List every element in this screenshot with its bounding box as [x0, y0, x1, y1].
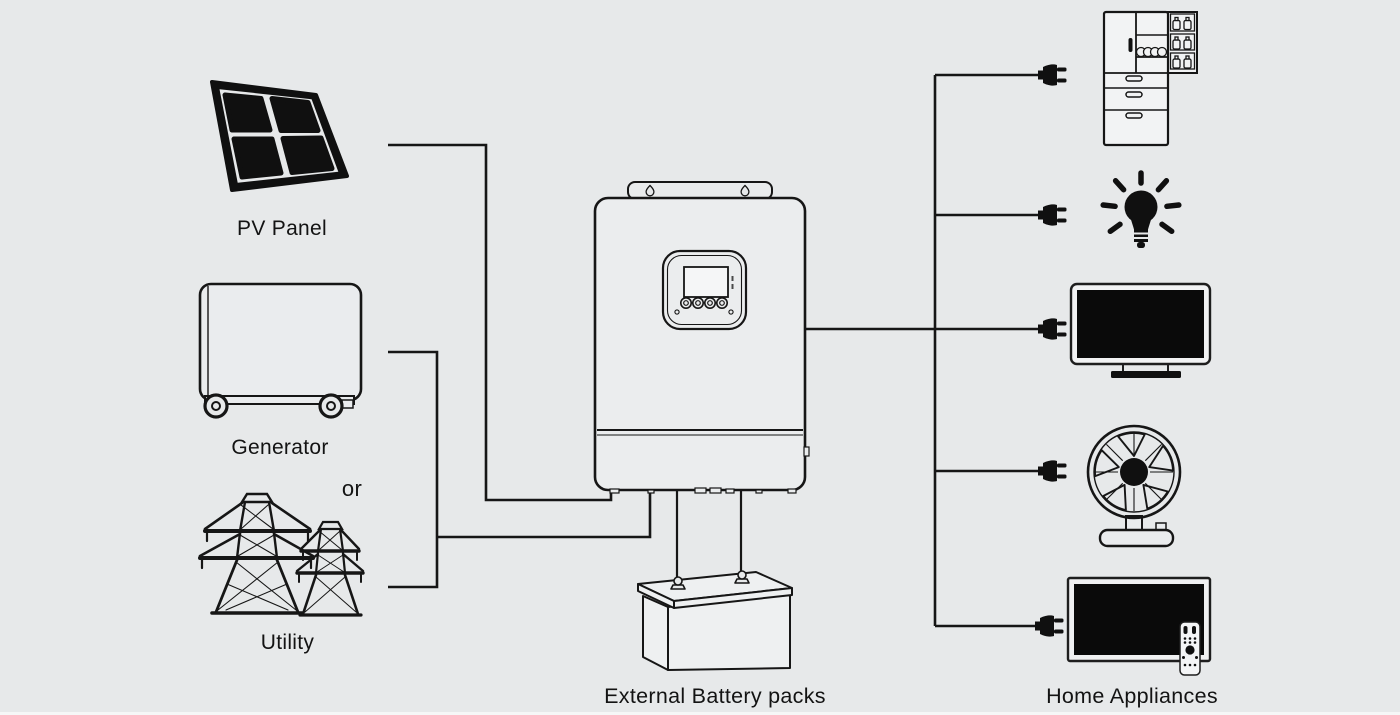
- generator-utility-wire: [388, 350, 439, 589]
- battery-label: External Battery packs: [604, 684, 826, 708]
- generator-label: Generator: [231, 436, 329, 459]
- power-plug-icon: [1038, 318, 1067, 340]
- power-plug-icon: [1038, 460, 1067, 482]
- power-plug-icon: [1035, 615, 1064, 637]
- pv-panel-icon: [210, 80, 349, 192]
- utility-towers-icon: [198, 492, 365, 617]
- lcd-screen: [683, 266, 729, 298]
- refrigerator-icon: [1102, 10, 1198, 147]
- pv-panel-label: PV Panel: [237, 217, 327, 240]
- remote-control-icon: [1179, 621, 1201, 676]
- generator-icon: [198, 282, 363, 419]
- light-bulb-icon: [1100, 170, 1182, 248]
- tv-icon: [1066, 576, 1212, 676]
- pv-wire: [388, 143, 613, 502]
- bottom-edge-strip: [0, 712, 1400, 715]
- or-label: or: [341, 476, 363, 501]
- power-plug-icon: [1038, 204, 1067, 226]
- utility-label: Utility: [260, 631, 315, 654]
- home-appliances-label: Home Appliances: [1046, 684, 1218, 708]
- fan-icon: [1086, 424, 1182, 548]
- battery-icon: [637, 570, 793, 671]
- panel-buttons: [674, 296, 734, 315]
- monitor-icon: [1069, 282, 1212, 378]
- inverter-unit-icon: [593, 181, 810, 494]
- combined-input-wire: [437, 489, 652, 539]
- wiring-lines: [388, 73, 1038, 628]
- power-plug-icon: [1038, 64, 1067, 86]
